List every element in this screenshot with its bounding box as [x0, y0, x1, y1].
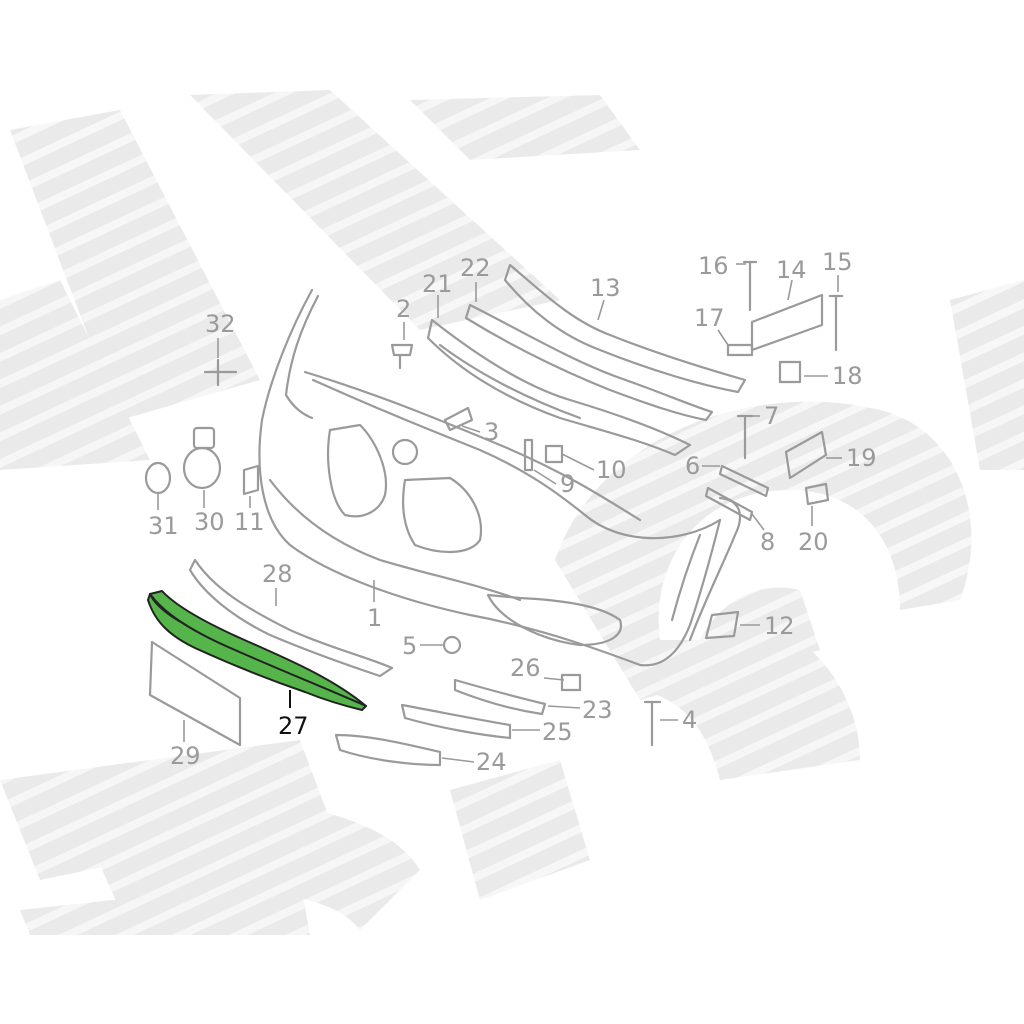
- spoiler-part-28[interactable]: [188, 558, 394, 678]
- label-22: 22: [460, 254, 491, 282]
- label-19: 19: [846, 444, 877, 472]
- label-28: 28: [262, 560, 293, 588]
- sensor-ring-part-31[interactable]: [144, 461, 172, 495]
- bolt-part-15[interactable]: [828, 294, 844, 352]
- clip-part-10[interactable]: [544, 444, 564, 464]
- bracket-part-19[interactable]: [784, 430, 828, 480]
- clip-part-9[interactable]: [523, 438, 534, 472]
- label-11: 11: [234, 508, 265, 536]
- label-9: 9: [560, 470, 575, 498]
- label-15: 15: [822, 248, 853, 276]
- clip-part-26[interactable]: [560, 673, 582, 692]
- bolt-part-7[interactable]: [736, 414, 754, 460]
- expanding-rivet-part-4[interactable]: [643, 700, 662, 747]
- label-16: 16: [698, 252, 729, 280]
- clip-part-17[interactable]: [726, 343, 754, 357]
- trim-part-24[interactable]: [334, 733, 442, 767]
- label-25: 25: [542, 718, 573, 746]
- label-1: 1: [367, 604, 382, 632]
- label-24: 24: [476, 748, 507, 776]
- bumper-cover-part-1[interactable]: [258, 288, 742, 667]
- grille-carrier-part-21[interactable]: [426, 318, 692, 457]
- label-29: 29: [170, 742, 201, 770]
- label-5: 5: [402, 632, 417, 660]
- parking-sensor-part-30[interactable]: [182, 426, 222, 490]
- label-12: 12: [764, 612, 795, 640]
- label-21: 21: [422, 270, 453, 298]
- label-14: 14: [776, 256, 807, 284]
- label-18: 18: [832, 362, 863, 390]
- label-26: 26: [510, 654, 541, 682]
- bracket-part-8[interactable]: [704, 486, 754, 522]
- bracket-part-6[interactable]: [718, 464, 770, 498]
- reinforcement-part-22[interactable]: [464, 303, 714, 422]
- lower-trim-strip-part-27[interactable]: [147, 590, 367, 711]
- clip-part-5[interactable]: [442, 635, 462, 655]
- label-23: 23: [582, 696, 613, 724]
- label-31: 31: [148, 512, 179, 540]
- sensor-holder-part-32[interactable]: [203, 358, 238, 387]
- label-10: 10: [596, 456, 627, 484]
- label-3: 3: [484, 418, 499, 446]
- label-32: 32: [205, 310, 236, 338]
- bracket-part-3[interactable]: [443, 406, 474, 432]
- clip-part-11[interactable]: [242, 464, 260, 496]
- part-labels: 1 2 3 4 5 6 7 8 9 10 11 12 13 14 15 16 1…: [148, 248, 877, 776]
- grille-part-23[interactable]: [453, 678, 547, 716]
- license-plate-bracket-part-29[interactable]: [148, 640, 242, 747]
- bolt-part-16[interactable]: [742, 260, 758, 312]
- label-2: 2: [396, 295, 411, 323]
- label-8: 8: [760, 528, 775, 556]
- screw-part-2[interactable]: [390, 343, 414, 370]
- bracket-part-14[interactable]: [750, 293, 824, 352]
- label-7: 7: [764, 402, 779, 430]
- label-17: 17: [694, 304, 725, 332]
- leader-lines: [157, 263, 842, 763]
- label-4: 4: [682, 706, 697, 734]
- clip-part-18[interactable]: [778, 360, 802, 384]
- label-27: 27: [278, 712, 309, 740]
- watermark: [0, 90, 1024, 935]
- bracket-part-12[interactable]: [704, 610, 740, 640]
- trim-part-25[interactable]: [400, 703, 512, 740]
- label-6: 6: [685, 452, 700, 480]
- impact-absorber-part-13[interactable]: [503, 263, 747, 394]
- label-13: 13: [590, 274, 621, 302]
- clip-part-20[interactable]: [804, 482, 830, 506]
- label-30: 30: [194, 508, 225, 536]
- label-20: 20: [798, 528, 829, 556]
